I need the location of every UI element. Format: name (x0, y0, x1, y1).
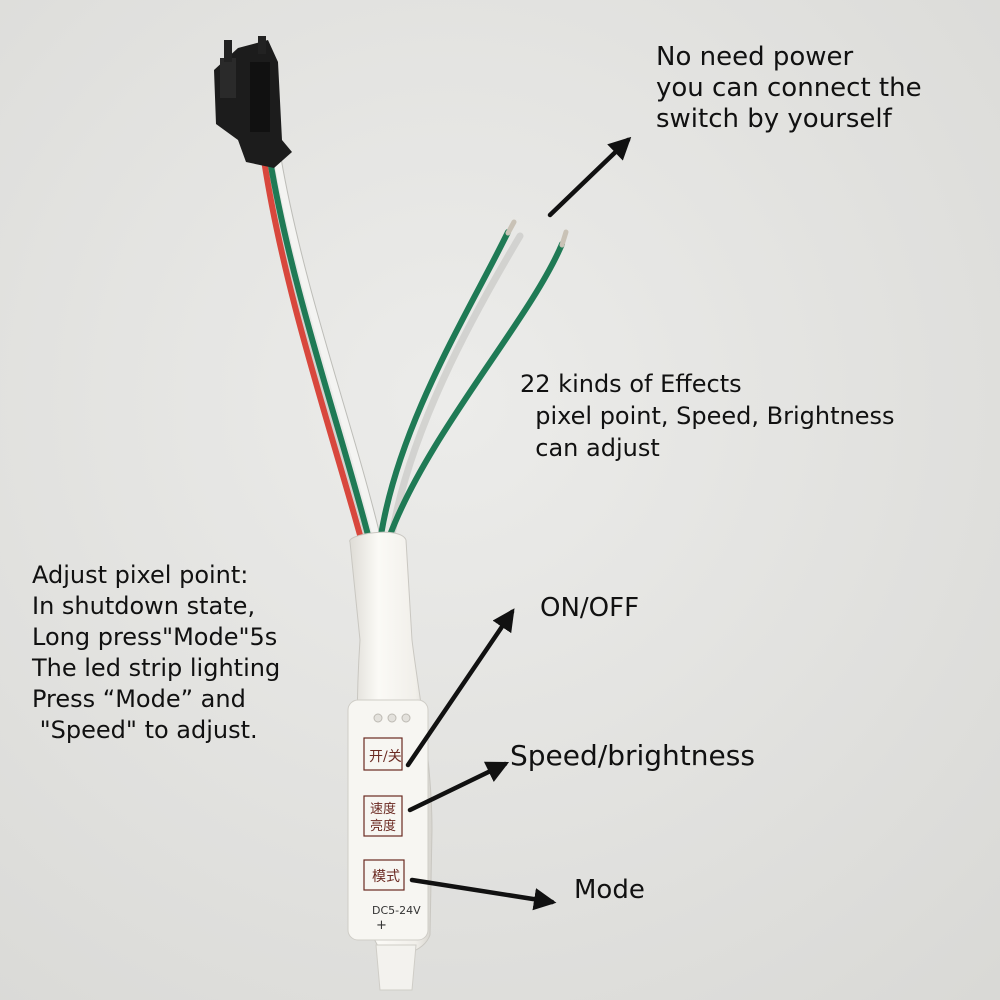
voltage-label: DC5-24V (372, 904, 421, 917)
plus-mark: + (376, 918, 387, 933)
effects-note: 22 kinds of Effects pixel point, Speed, … (520, 368, 894, 464)
onoff-callout: ON/OFF (540, 593, 640, 623)
white-wire-edge (280, 157, 381, 536)
pixel-note-line: Press “Mode” and (32, 685, 246, 713)
mode-callout: Mode (574, 875, 645, 905)
pixel-note-line: In shutdown state, (32, 592, 256, 620)
effects-note-line: can adjust (520, 434, 660, 462)
speed-button-label-2[interactable]: 亮度 (370, 819, 397, 834)
speed-button-label-1[interactable]: 速度 (370, 802, 397, 817)
arrow-onoff (405, 608, 515, 768)
mode-button-label[interactable]: 模式 (372, 869, 400, 885)
arrows (405, 136, 632, 911)
pixel-note: Adjust pixel point: In shutdown state, L… (32, 560, 280, 746)
arrow-speed (407, 761, 510, 813)
arrow-power (547, 136, 632, 218)
power-note: No need power you can connect the switch… (656, 42, 922, 135)
controller-body (347, 531, 433, 991)
sm-connector (214, 36, 292, 168)
effects-note-line: 22 kinds of Effects (520, 370, 742, 398)
pixel-note-line: The led strip lighting (32, 654, 281, 682)
pixel-note-line: Adjust pixel point: (32, 561, 249, 589)
power-note-line: switch by yourself (656, 104, 892, 134)
onoff-button-label[interactable]: 开/关 (369, 749, 402, 765)
arrow-mode (409, 877, 557, 911)
power-note-line: you can connect the (656, 73, 922, 103)
switch-wire-2 (387, 241, 565, 538)
wire-tip-1 (505, 219, 517, 236)
effects-note-line: pixel point, Speed, Brightness (520, 402, 895, 430)
green-wire-main (267, 157, 371, 538)
red-wire (261, 157, 363, 538)
pixel-note-line: "Speed" to adjust. (32, 716, 258, 744)
speed-callout: Speed/brightness (510, 739, 755, 772)
switch-wire-1 (378, 229, 511, 538)
wire-tip-2 (559, 229, 569, 248)
white-wire (273, 154, 380, 539)
pixel-note-line: Long press"Mode"5s (32, 623, 278, 651)
power-note-line: No need power (656, 42, 854, 72)
